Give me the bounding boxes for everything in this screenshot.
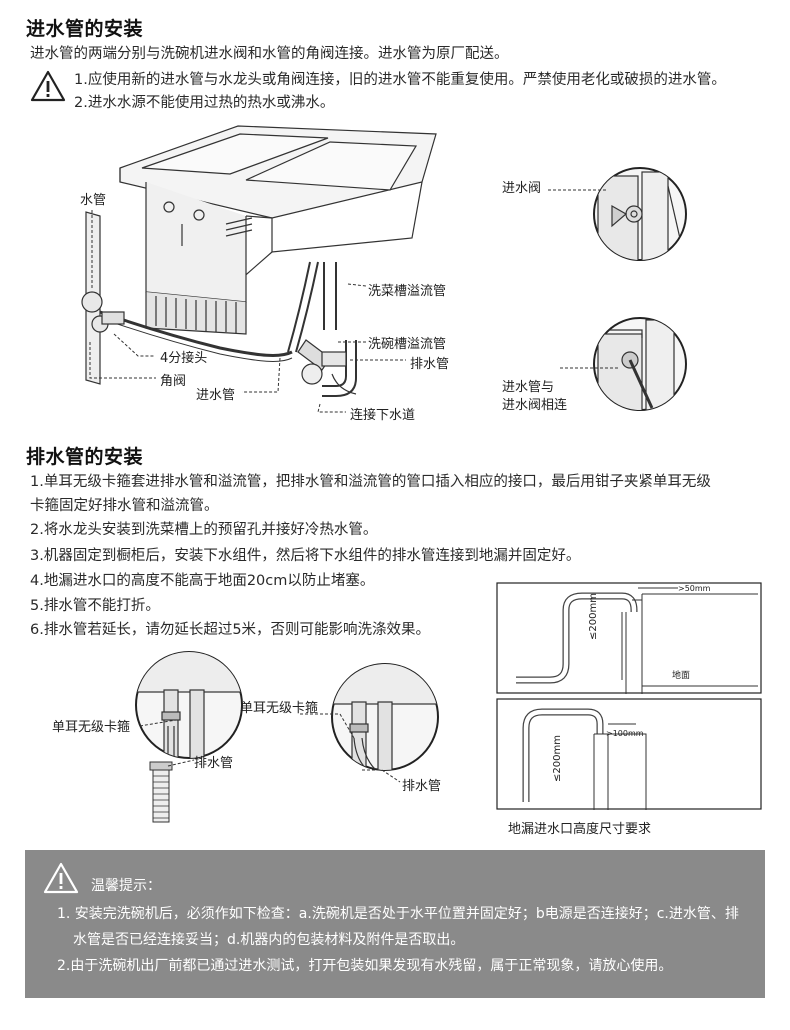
label-gt-100mm: >100mm — [606, 729, 644, 738]
tips-title: 温馨提示： — [91, 878, 161, 894]
drain-step-1-cont: 卡箍固定好排水管和溢流管。 — [30, 498, 219, 514]
sink-dishwasher-illustration — [81, 125, 437, 413]
drain-step-3: 3.机器固定到橱柜后，安装下水组件，然后将下水组件的排水管连接到地漏并固定好。 — [30, 548, 581, 564]
label-drain-hose: 排水管 — [410, 357, 450, 372]
inlet-intro: 进水管的两端分别与洗碗机进水阀和水管的角阀连接。进水管为原厂配送。 — [30, 46, 509, 62]
inlet-warning-1: 1.应使用新的进水管与水龙头或角阀连接，旧的进水管不能重复使用。严禁使用老化或破… — [74, 72, 726, 88]
label-gt-50mm: >50mm — [678, 584, 711, 593]
label-clamp-left: 单耳无级卡箍 — [52, 720, 131, 735]
hose-tail-left — [149, 761, 173, 823]
hose-valve-leader — [560, 367, 618, 369]
clamp-right-leader — [300, 713, 355, 739]
inlet-valve-detail — [593, 167, 687, 261]
drain-hose-right-leader — [362, 769, 401, 783]
tips-line-1-cont: 水管是否已经连接妥当；d.机器内的包装材料及附件是否取出。 — [73, 932, 465, 948]
hose-valve-connection-detail — [593, 317, 687, 411]
label-floor: 地面 — [672, 671, 691, 681]
drain-step-4: 4.地漏进水口的高度不能高于地面20cm以防止堵塞。 — [30, 573, 375, 589]
label-clamp-right: 单耳无级卡箍 — [240, 701, 319, 716]
clamp-detail-right — [331, 663, 439, 771]
tips-line-1: 1. 安装完洗碗机后，必须作如下检查：a.洗碗机是否处于水平位置并固定好；b电源… — [57, 906, 739, 922]
drain-step-6: 6.排水管若延长，请勿延长超过5米，否则可能影响洗涤效果。 — [30, 622, 431, 638]
label-water-pipe: 水管 — [80, 193, 107, 208]
tips-line-2: 2.由于洗碗机出厂前都已通过进水测试，打开包装如果发现有水残留，属于正常现象，请… — [57, 958, 673, 974]
tips-box: 温馨提示： 1. 安装完洗碗机后，必须作如下检查：a.洗碗机是否处于水平位置并固… — [25, 850, 765, 998]
label-angle-valve: 角阀 — [160, 374, 187, 389]
label-bottom-le-200mm: ≤200mm — [552, 735, 563, 782]
label-sink-overflow: 洗菜槽溢流管 — [368, 284, 447, 299]
inlet-valve-leader — [548, 189, 606, 191]
label-inlet-hose: 进水管 — [196, 388, 236, 403]
drain-step-2: 2.将水龙头安装到洗菜槽上的预留孔并接好冷热水管。 — [30, 522, 378, 538]
height-diagram-caption: 地漏进水口高度尺寸要求 — [508, 822, 652, 837]
clamp-left-leader — [139, 719, 177, 727]
label-inlet-valve: 进水阀 — [502, 181, 542, 196]
warning-triangle-icon — [43, 862, 79, 894]
drain-hose-left-leader — [167, 759, 195, 767]
label-hose-to-valve-1: 进水管与 — [502, 380, 555, 395]
label-drain-hose-right: 排水管 — [402, 779, 442, 794]
label-dishwasher-overflow: 洗碗槽溢流管 — [368, 337, 447, 352]
drain-step-5: 5.排水管不能打折。 — [30, 598, 160, 614]
drain-section-title: 排水管的安装 — [26, 446, 144, 468]
inlet-section-title: 进水管的安装 — [26, 18, 144, 40]
label-drain-hose-left: 排水管 — [194, 756, 234, 771]
label-four-way-connector: 4分接头 — [160, 351, 208, 366]
inlet-warning-2: 2.进水水源不能使用过热的热水或沸水。 — [74, 95, 335, 111]
clamp-detail-left — [135, 651, 243, 759]
label-connect-sewer: 连接下水道 — [350, 408, 416, 423]
label-hose-to-valve-2: 进水阀相连 — [502, 398, 568, 413]
warning-triangle-icon — [30, 70, 66, 102]
floor-drain-height-diagram-top — [496, 582, 762, 694]
drain-step-1: 1.单耳无级卡箍套进排水管和溢流管，把排水管和溢流管的管口插入相应的接口，最后用… — [30, 474, 711, 490]
label-top-le-200mm: ≤200mm — [588, 593, 599, 640]
floor-drain-height-diagram-bottom — [496, 698, 762, 810]
